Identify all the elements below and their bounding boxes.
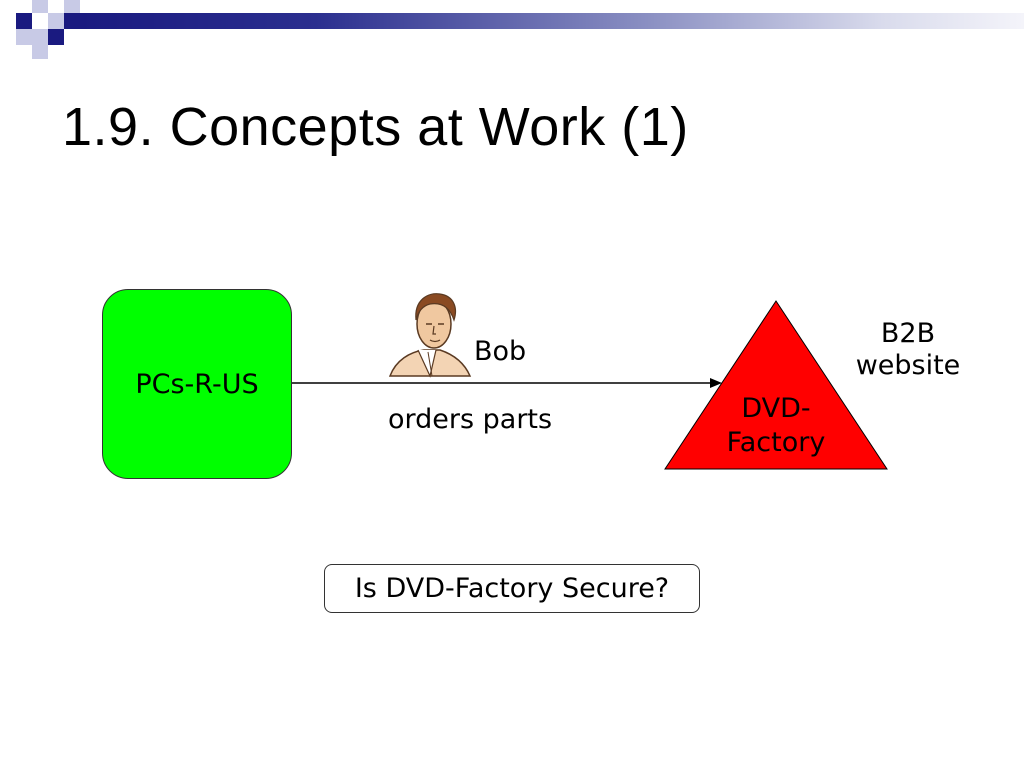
b2b-website-annotation: B2B website: [842, 318, 974, 382]
person-clipart-icon: [388, 293, 472, 378]
header-square: [48, 13, 64, 29]
annotation-line2: website: [855, 350, 961, 381]
header-square: [64, 0, 80, 13]
page-title: 1.9. Concepts at Work (1): [62, 97, 689, 157]
header-square: [48, 29, 64, 45]
header-square: [16, 13, 32, 29]
header-bar: [80, 13, 1024, 29]
header-decoration: [0, 0, 1024, 60]
source-node-label: PCs-R-US: [135, 368, 259, 400]
target-node-label-line2: Factory: [726, 427, 826, 458]
target-node-label-line1: DVD-: [741, 393, 811, 424]
header-square: [32, 45, 48, 59]
source-node-pcs-r-us: PCs-R-US: [102, 289, 292, 479]
question-box: Is DVD-Factory Secure?: [324, 564, 700, 613]
header-square: [64, 13, 80, 29]
header-square: [16, 29, 32, 45]
target-node-triangle: [664, 300, 888, 470]
annotation-line1: B2B: [880, 318, 936, 349]
target-node-label: DVD- Factory: [700, 392, 852, 460]
edge-label: orders parts: [388, 404, 553, 435]
header-square: [32, 29, 48, 45]
actor-name-bob: Bob: [474, 336, 527, 367]
edge-arrowhead: [710, 378, 722, 388]
header-square: [32, 0, 48, 13]
